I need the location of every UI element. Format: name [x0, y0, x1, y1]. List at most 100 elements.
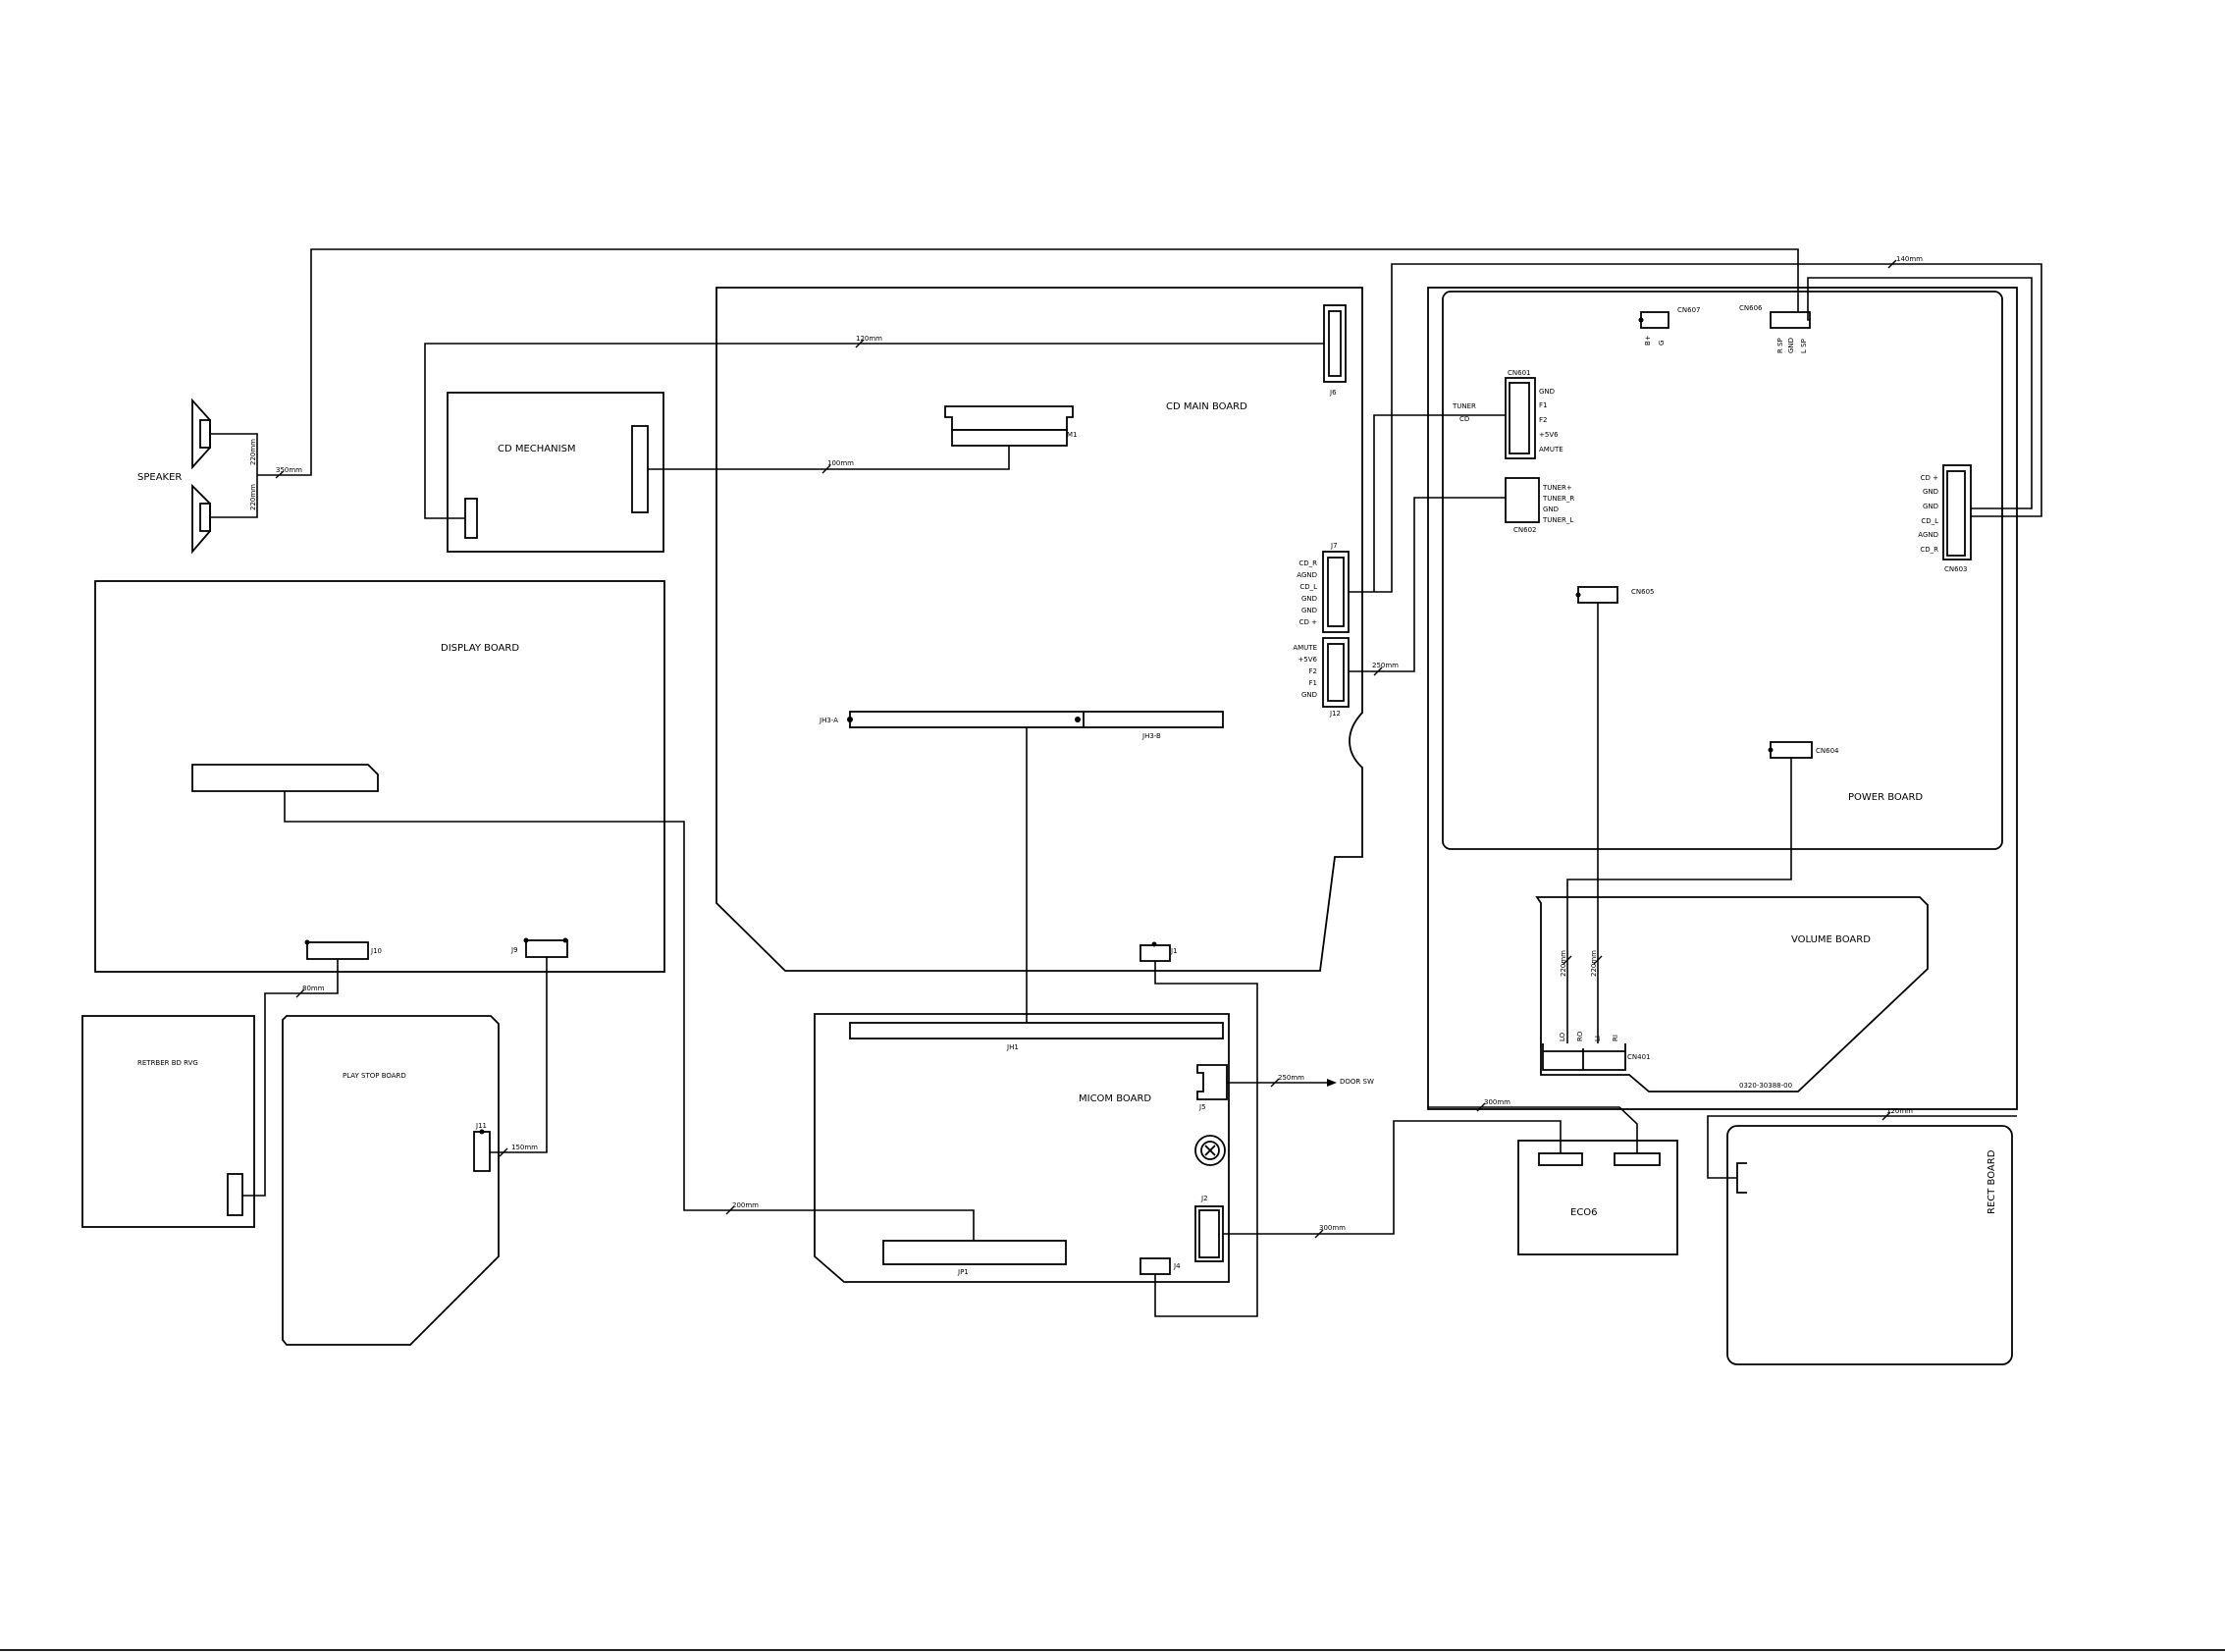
pin-label: CD_L	[1921, 517, 1938, 525]
knob-icon	[1194, 1135, 1226, 1166]
label-cn602: CN602	[1513, 526, 1537, 534]
pin-label: TUNER_L	[1542, 516, 1573, 524]
pin-label: F2	[1309, 667, 1317, 675]
wire-j12-cn602	[1349, 497, 1506, 672]
pin-label: GND	[1301, 595, 1317, 603]
pin-label: TUNER_R	[1542, 495, 1574, 503]
pin-label: LI	[1594, 1036, 1602, 1041]
wire-j9-j11	[490, 957, 548, 1153]
label-j12: J12	[1329, 710, 1341, 718]
board-outlines	[81, 287, 2018, 1365]
connector-cn606	[1770, 311, 1811, 329]
length-label: 250mm	[1278, 1074, 1304, 1082]
power-board-outer-outline	[1427, 287, 2018, 1110]
rect-connector	[1736, 1162, 1747, 1194]
pin-label: GND	[1543, 506, 1559, 513]
wire-j2-eco6	[1223, 1120, 1562, 1235]
label-jp1: JP1	[957, 1268, 969, 1276]
wires	[210, 248, 2042, 1317]
pin-label: F2	[1539, 416, 1547, 424]
label-volume-board: VOLUME BOARD	[1791, 934, 1871, 945]
connector-jp1	[882, 1240, 1067, 1265]
connector-labels: J6 M1 J7 J12 JH3-A JH3-B J1 JH1 J5 J2 J4…	[370, 304, 1968, 1276]
pin-label: CD_R	[1298, 560, 1317, 567]
pin-label: RO	[1576, 1031, 1584, 1041]
pin-labels-cn606: R SP GND L SP	[1776, 338, 1808, 353]
label-cn601: CN601	[1508, 369, 1531, 377]
arrow-icon	[1327, 1079, 1337, 1087]
pin-label: GND	[1301, 691, 1317, 699]
eco6-connector-right	[1614, 1152, 1661, 1166]
pin-label: GND	[1923, 503, 1938, 510]
pin-label: GND	[1923, 488, 1938, 496]
label-display-board: DISPLAY BOARD	[441, 643, 519, 654]
connector-cn607	[1640, 311, 1669, 329]
length-label: 100mm	[827, 459, 854, 467]
length-label: 220mm	[1590, 950, 1598, 977]
pin-label: AGND	[1297, 571, 1317, 579]
connector-jh3	[849, 711, 1224, 728]
display-connector	[191, 764, 379, 792]
label-part-number: 0320-30388-00	[1739, 1082, 1792, 1090]
length-label: 120mm	[856, 335, 882, 343]
play-stop-board-outline	[282, 1015, 500, 1346]
connector-j12	[1322, 637, 1350, 708]
pin-label: F1	[1309, 679, 1317, 687]
length-label: 120mm	[1886, 1107, 1913, 1115]
label-j1: J1	[1170, 947, 1178, 955]
label-j4: J4	[1173, 1262, 1181, 1270]
label-door-sw: DOOR SW	[1340, 1078, 1374, 1086]
pin-label: GND	[1787, 338, 1795, 353]
wire-display-micom	[284, 791, 975, 1241]
label-micom-board: MICOM BOARD	[1079, 1093, 1151, 1104]
connector-m1	[944, 405, 1074, 447]
wire-j7-cn601	[1373, 414, 1506, 592]
label-j5: J5	[1198, 1103, 1206, 1111]
length-label: 300mm	[1319, 1224, 1346, 1232]
connector-j5	[1196, 1064, 1228, 1100]
label-j9: J9	[510, 946, 518, 954]
volume-board-outline	[1535, 896, 1929, 1092]
cd-mechanism-outline	[447, 392, 664, 553]
connector-cn602	[1505, 477, 1540, 523]
pin-label: TUNER+	[1542, 484, 1572, 492]
label-rect-board: RECT BOARD	[1987, 1149, 1997, 1214]
cable-ticks	[275, 259, 1897, 1239]
length-label: 300mm	[1484, 1098, 1510, 1106]
connector-cn604	[1770, 741, 1813, 759]
pin-labels-cn602: TUNER+ TUNER_R GND TUNER_L	[1542, 484, 1574, 524]
connector-j11	[473, 1131, 491, 1172]
wire-j1-rect	[1154, 961, 1258, 1317]
cable-length-labels: 350mm 220mm 220mm 120mm 100mm 140mm 250m…	[249, 255, 1923, 1232]
cd-mech-connector-right	[631, 425, 649, 513]
pin-label: AMUTE	[1293, 644, 1317, 652]
wire-vol-eco6	[1428, 1106, 1638, 1153]
wire-j6-cdmech	[424, 343, 1324, 519]
label-cd-main-board: CD MAIN BOARD	[1166, 401, 1247, 412]
connector-cn401	[1542, 1043, 1626, 1071]
label-speaker: SPEAKER	[137, 472, 182, 483]
pin-label: AGND	[1918, 531, 1938, 539]
connector-j10	[306, 941, 369, 960]
label-j2: J2	[1200, 1195, 1208, 1202]
label-cn401: CN401	[1627, 1053, 1651, 1061]
label-eco6: ECO6	[1570, 1207, 1598, 1218]
wire-cn604-vol	[1566, 758, 1792, 1043]
board-titles: SPEAKER CD MECHANISM CD MAIN BOARD POWER…	[137, 401, 1997, 1218]
connector-j9	[525, 939, 568, 958]
pin-label: GND	[1539, 388, 1555, 396]
label-cn604: CN604	[1816, 747, 1839, 755]
pin-label: +5V6	[1298, 656, 1317, 664]
label-j7: J7	[1330, 542, 1338, 550]
retrber-connector	[227, 1173, 243, 1216]
label-tuner: TUNER	[1452, 402, 1476, 410]
cd-mech-connector-left	[464, 498, 478, 539]
wire-rect-power	[1707, 1115, 2017, 1179]
pin-label: G	[1658, 341, 1666, 346]
eco6-board-outline	[1517, 1140, 1678, 1255]
label-power-board: POWER BOARD	[1848, 792, 1923, 803]
rect-board-outline	[1726, 1125, 2013, 1365]
pin-label: CD_R	[1920, 546, 1938, 554]
pin-label: +5V6	[1539, 431, 1559, 439]
